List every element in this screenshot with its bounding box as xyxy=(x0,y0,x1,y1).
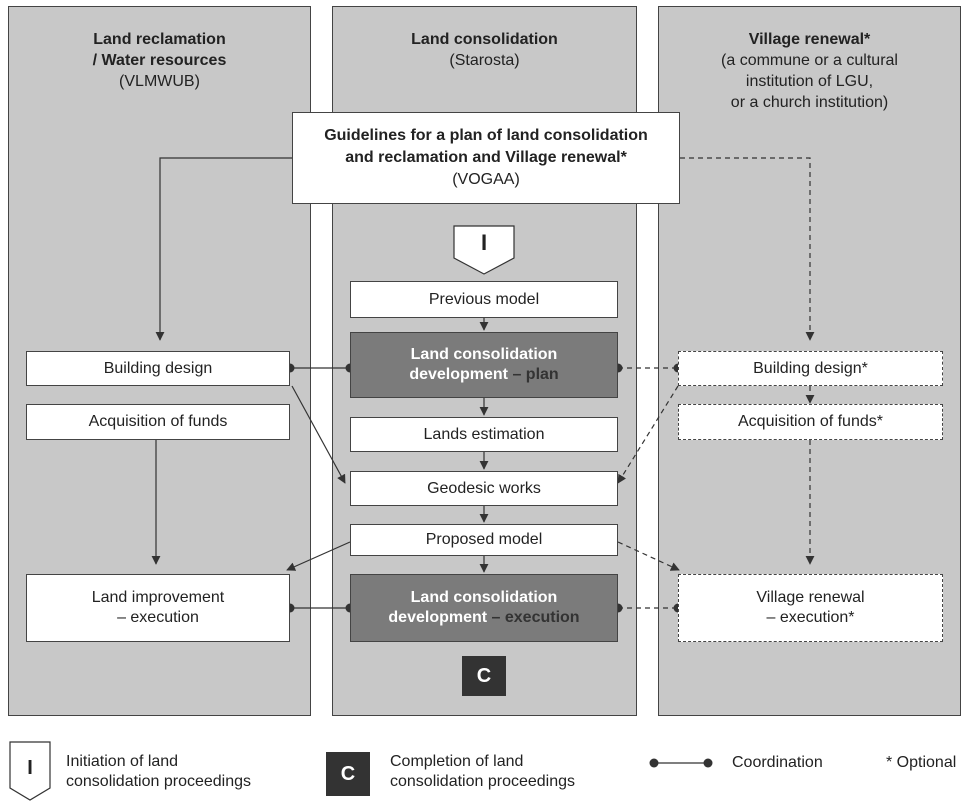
guidelines-sub: (VOGAA) xyxy=(452,171,520,188)
lands-estimation-box: Lands estimation xyxy=(350,417,618,452)
column-title-center: Land consolidation xyxy=(411,31,558,48)
column-title-left: Land reclamation / Water resources xyxy=(92,31,227,69)
proposed-model-label: Proposed model xyxy=(425,531,543,548)
development-execution-line-2: development – execution xyxy=(388,609,580,626)
right-building-design-box: Building design* xyxy=(678,351,943,386)
column-title-right: Village renewal* xyxy=(748,31,871,48)
legend-optional-text: * Optional xyxy=(886,754,957,771)
column-subtitle-right: (a commune or a cultural institution of … xyxy=(721,52,898,111)
legend-completion-marker: C xyxy=(326,752,370,796)
left-acquisition-funds-label: Acquisition of funds xyxy=(88,413,228,430)
column-subtitle-left: (VLMWUB) xyxy=(119,73,200,90)
completion-marker: C xyxy=(462,656,506,696)
development-plan-line-2: development – plan xyxy=(409,366,559,383)
column-header-right: Village renewal* (a commune or a cultura… xyxy=(659,29,960,113)
legend-coordination-text: Coordination xyxy=(732,754,823,771)
previous-model-label: Previous model xyxy=(428,290,540,308)
land-improvement-label: Land improvement – execution xyxy=(91,589,225,626)
left-building-design-label: Building design xyxy=(103,359,213,377)
column-header-left: Land reclamation / Water resources (VLMW… xyxy=(9,29,310,92)
guidelines-box: Guidelines for a plan of land consolidat… xyxy=(292,112,680,204)
initiation-marker: I xyxy=(480,230,488,255)
legend-initiation-marker: I xyxy=(27,757,33,779)
lands-estimation-label: Lands estimation xyxy=(423,425,545,443)
village-renewal-execution-label: Village renewal – execution* xyxy=(756,589,865,626)
left-building-design-box: Building design xyxy=(26,351,290,386)
development-execution-box: Land consolidation development – executi… xyxy=(350,574,618,642)
proposed-model-box: Proposed model xyxy=(350,524,618,556)
left-acquisition-funds-box: Acquisition of funds xyxy=(26,404,290,440)
previous-model-box: Previous model xyxy=(350,281,618,318)
right-acquisition-funds-label: Acquisition of funds* xyxy=(738,413,883,430)
land-improvement-box: Land improvement – execution xyxy=(26,574,290,642)
legend-initiation-text: Initiation of land consolidation proceed… xyxy=(66,753,252,790)
right-building-design-label: Building design* xyxy=(753,359,868,377)
geodesic-works-label: Geodesic works xyxy=(427,479,541,497)
column-header-center: Land consolidation (Starosta) xyxy=(333,29,636,71)
right-acquisition-funds-box: Acquisition of funds* xyxy=(678,404,943,440)
guidelines-line-1: Guidelines for a plan of land consolidat… xyxy=(324,127,648,144)
geodesic-works-box: Geodesic works xyxy=(350,471,618,506)
development-plan-box: Land consolidation development – plan xyxy=(350,332,618,398)
village-renewal-execution-box: Village renewal – execution* xyxy=(678,574,943,642)
development-plan-line-1: Land consolidation xyxy=(410,346,558,363)
legend-completion-text: Completion of land consolidation proceed… xyxy=(390,753,576,790)
column-subtitle-center: (Starosta) xyxy=(449,52,520,69)
guidelines-line-2: and reclamation and Village renewal* xyxy=(345,149,627,166)
development-execution-line-1: Land consolidation xyxy=(410,589,558,606)
